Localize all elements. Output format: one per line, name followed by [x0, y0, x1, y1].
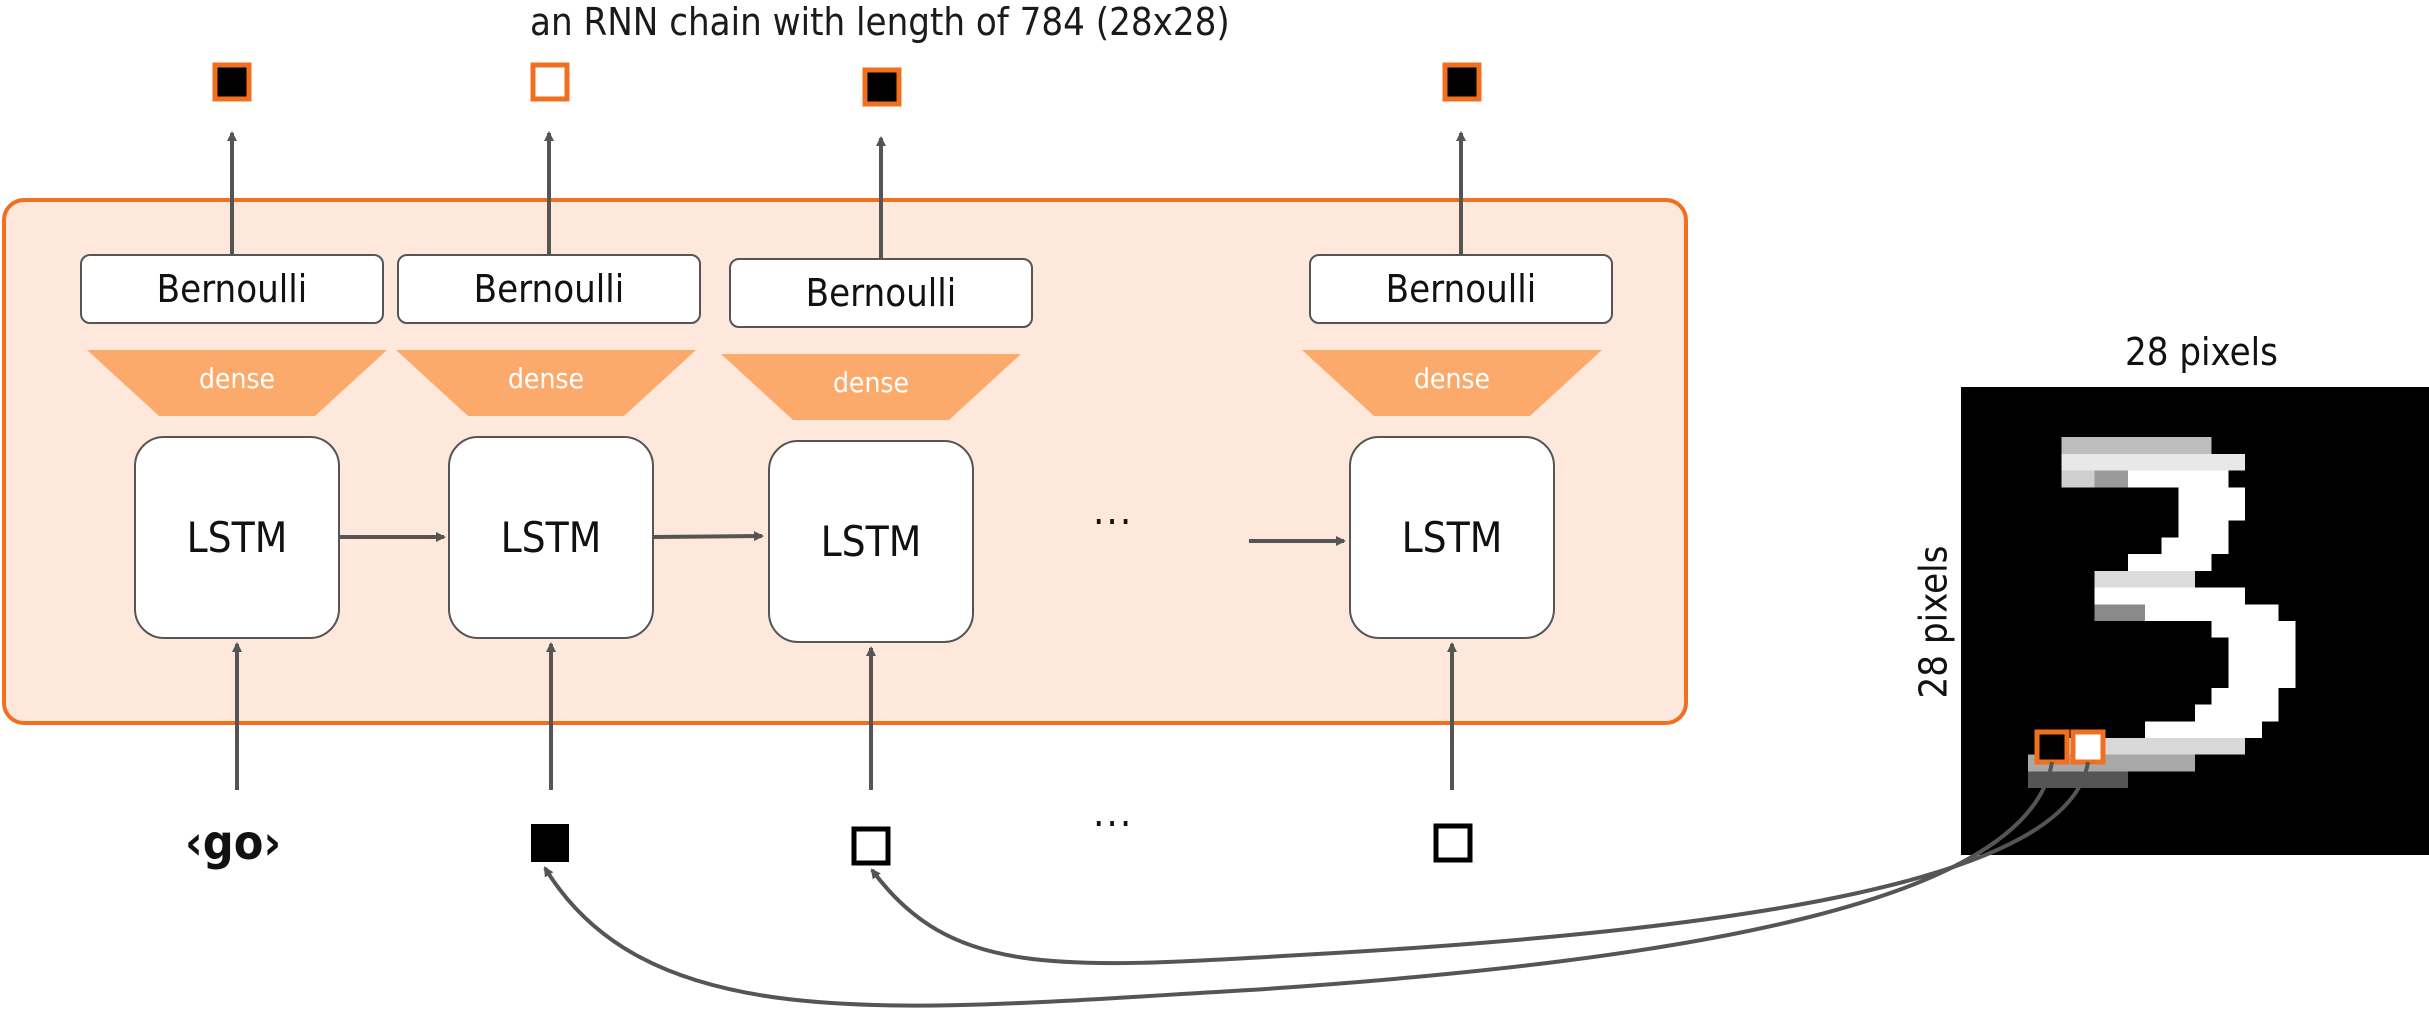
bernoulli-box-1: Bernoulli: [80, 254, 384, 324]
mnist-digit-image: [1961, 387, 2429, 855]
output-square-n: [1442, 62, 1482, 102]
input-square-n: [1433, 823, 1473, 863]
input-square-3: [851, 826, 891, 866]
go-token: ‹go›: [185, 815, 282, 871]
output-square-3: [862, 67, 902, 107]
arrow-lstm2-lstm3: [653, 531, 764, 542]
bernoulli-box-2: Bernoulli: [397, 254, 701, 324]
lstm-cell-n: LSTM: [1349, 436, 1555, 639]
bernoulli-box-n: Bernoulli: [1309, 254, 1613, 324]
curve-pixel-to-in3: [870, 761, 2090, 966]
pixel-highlight-white: [2070, 729, 2106, 765]
bernoulli-box-3: Bernoulli: [729, 258, 1033, 328]
ellipsis-chain: ...: [1093, 488, 1134, 534]
lstm-cell-3: LSTM: [768, 440, 974, 643]
lstm-cell-1: LSTM: [134, 436, 340, 639]
curve-pixel-to-in2: [543, 761, 2054, 1008]
lstm-cell-2: LSTM: [448, 436, 654, 639]
output-square-1: [212, 62, 252, 102]
digit-three-icon: [1961, 387, 2429, 855]
output-square-2: [530, 62, 570, 102]
ellipsis-inputs: ...: [1093, 790, 1134, 836]
input-square-2: [531, 824, 569, 862]
pixel-highlight-black: [2034, 729, 2070, 765]
diagram-title: an RNN chain with length of 784 (28x28): [530, 0, 1230, 44]
image-width-label: 28 pixels: [2125, 330, 2278, 374]
